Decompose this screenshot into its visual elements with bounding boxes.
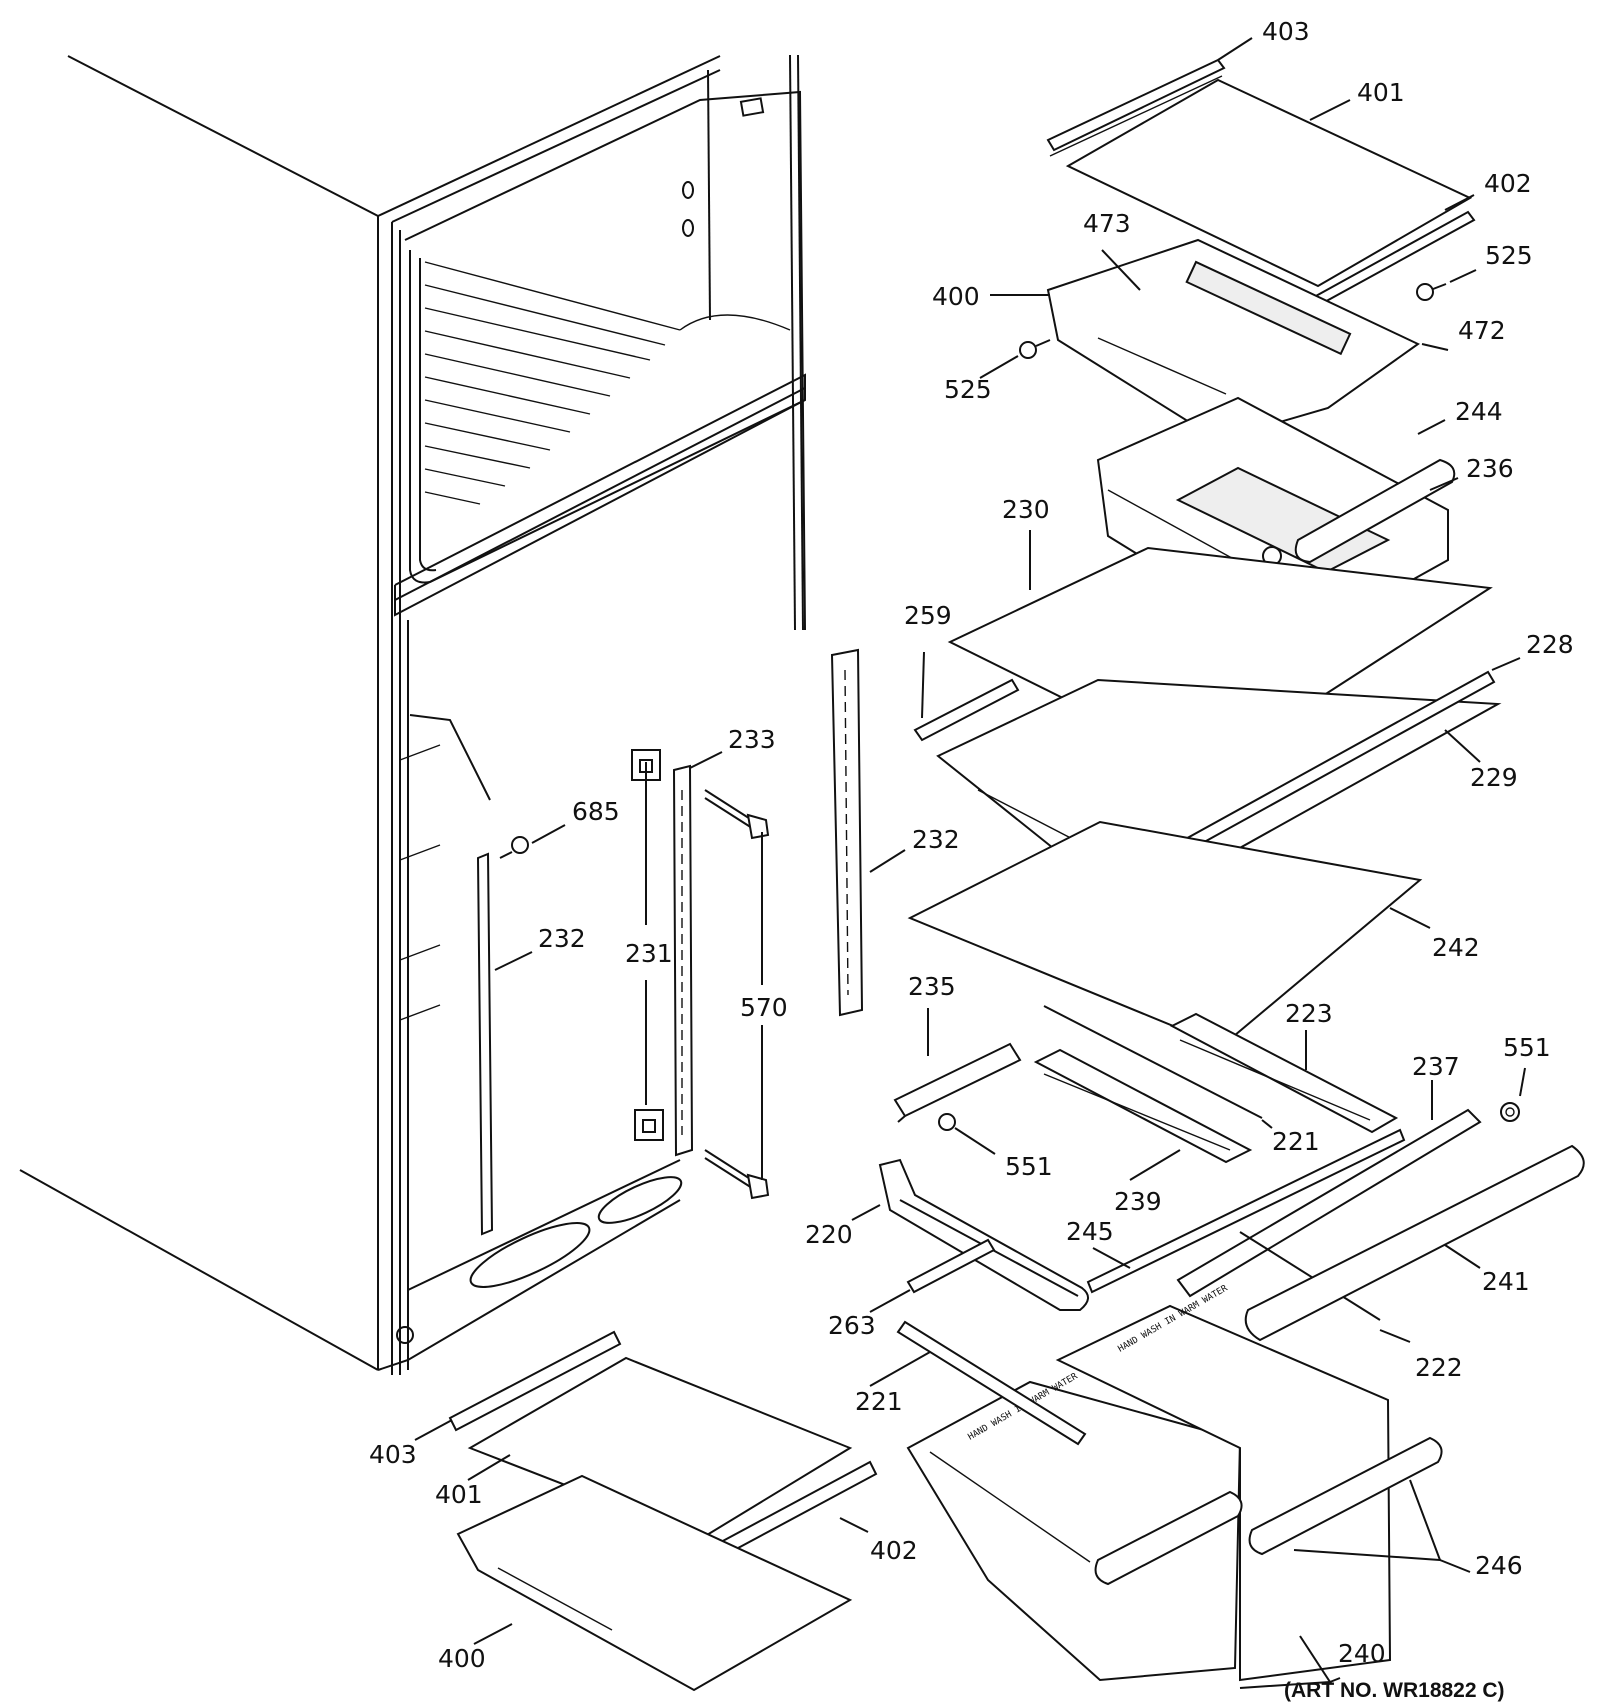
- slide-245: [1086, 1128, 1406, 1294]
- label-403-bottom: 403: [369, 1440, 417, 1469]
- label-246: 246: [1475, 1551, 1523, 1580]
- rail-233: [672, 764, 694, 1157]
- label-245: 245: [1066, 1217, 1114, 1246]
- label-232-left: 232: [538, 924, 586, 953]
- shelf-rail-403-bottom: [448, 1330, 622, 1432]
- label-221-upper: 221: [1272, 1127, 1320, 1156]
- shelf-rail-403-top: [1046, 58, 1226, 157]
- screw-551-right: [1500, 1102, 1520, 1122]
- label-233: 233: [728, 725, 776, 754]
- screw-551-left: [938, 1113, 956, 1131]
- cover-frame-235: [893, 1042, 1022, 1123]
- crisper-handles-246: [1094, 1436, 1443, 1586]
- support-231: [631, 749, 664, 1141]
- art-number: (ART NO. WR18822 C): [1284, 1679, 1505, 1702]
- label-400-top: 400: [932, 282, 980, 311]
- drawer-rail-222: [1239, 1231, 1381, 1321]
- label-236: 236: [1466, 454, 1514, 483]
- screw-525-right: [1416, 283, 1447, 301]
- label-401-top: 401: [1357, 78, 1405, 107]
- label-231: 231: [625, 939, 673, 968]
- shelf-rail-259: [913, 678, 1020, 742]
- crisper-handle-241: [1244, 1144, 1585, 1342]
- screw-525-left: [1019, 339, 1051, 359]
- label-403-top: 403: [1262, 17, 1310, 46]
- label-241: 241: [1482, 1267, 1530, 1296]
- label-220: 220: [805, 1220, 853, 1249]
- shelf-bracket-232-right: [830, 648, 864, 1017]
- label-244: 244: [1455, 397, 1503, 426]
- rod-221-lower: [896, 1320, 1087, 1446]
- label-472: 472: [1458, 316, 1506, 345]
- label-402-top: 402: [1484, 169, 1532, 198]
- label-230: 230: [1002, 495, 1050, 524]
- label-229: 229: [1470, 763, 1518, 792]
- label-232-right: 232: [912, 825, 960, 854]
- freezer-floor-ribs: [424, 261, 791, 505]
- label-221-lower: 221: [855, 1387, 903, 1416]
- drawer-rail-237: [1176, 1108, 1482, 1298]
- rail-263: [906, 1238, 996, 1294]
- label-401-bottom: 401: [435, 1480, 483, 1509]
- label-525-right: 525: [1485, 241, 1533, 270]
- label-235: 235: [908, 972, 956, 1001]
- shelf-frame-400-bottom: [456, 1474, 853, 1692]
- cover-support-223: [1169, 1012, 1399, 1134]
- crisper-cover-glass-242: [907, 820, 1423, 1048]
- label-263: 263: [828, 1311, 876, 1340]
- deli-handle-236: [1294, 458, 1456, 564]
- label-402-bottom: 402: [870, 1536, 918, 1565]
- label-239: 239: [1114, 1187, 1162, 1216]
- cabinet-body: [19, 54, 806, 1375]
- crisper-pan-right-240: HAND WASH IN WARM WATER: [1055, 1283, 1392, 1682]
- label-551-left: 551: [1005, 1152, 1053, 1181]
- label-242: 242: [1432, 933, 1480, 962]
- label-240: 240: [1338, 1639, 1386, 1668]
- label-237: 237: [1412, 1052, 1460, 1081]
- label-259: 259: [904, 601, 952, 630]
- label-685: 685: [572, 797, 620, 826]
- label-228: 228: [1526, 630, 1574, 659]
- label-570: 570: [740, 993, 788, 1022]
- part-labels: 403 401 402 525 473 400 472 525 244 236 …: [369, 17, 1574, 1673]
- label-222: 222: [1415, 1353, 1463, 1382]
- rod-221-upper: [1043, 1005, 1263, 1119]
- label-400-bottom: 400: [438, 1644, 486, 1673]
- leader-lines: [414, 37, 1526, 1689]
- label-223: 223: [1285, 999, 1333, 1028]
- shelf-frame-400-top: [1046, 238, 1420, 442]
- screw-685: [499, 836, 529, 859]
- slide-239: [1033, 1048, 1253, 1164]
- label-551-right: 551: [1503, 1033, 1551, 1062]
- label-473: 473: [1083, 209, 1131, 238]
- label-525-left: 525: [944, 375, 992, 404]
- shelf-bracket-232-left: [476, 852, 494, 1236]
